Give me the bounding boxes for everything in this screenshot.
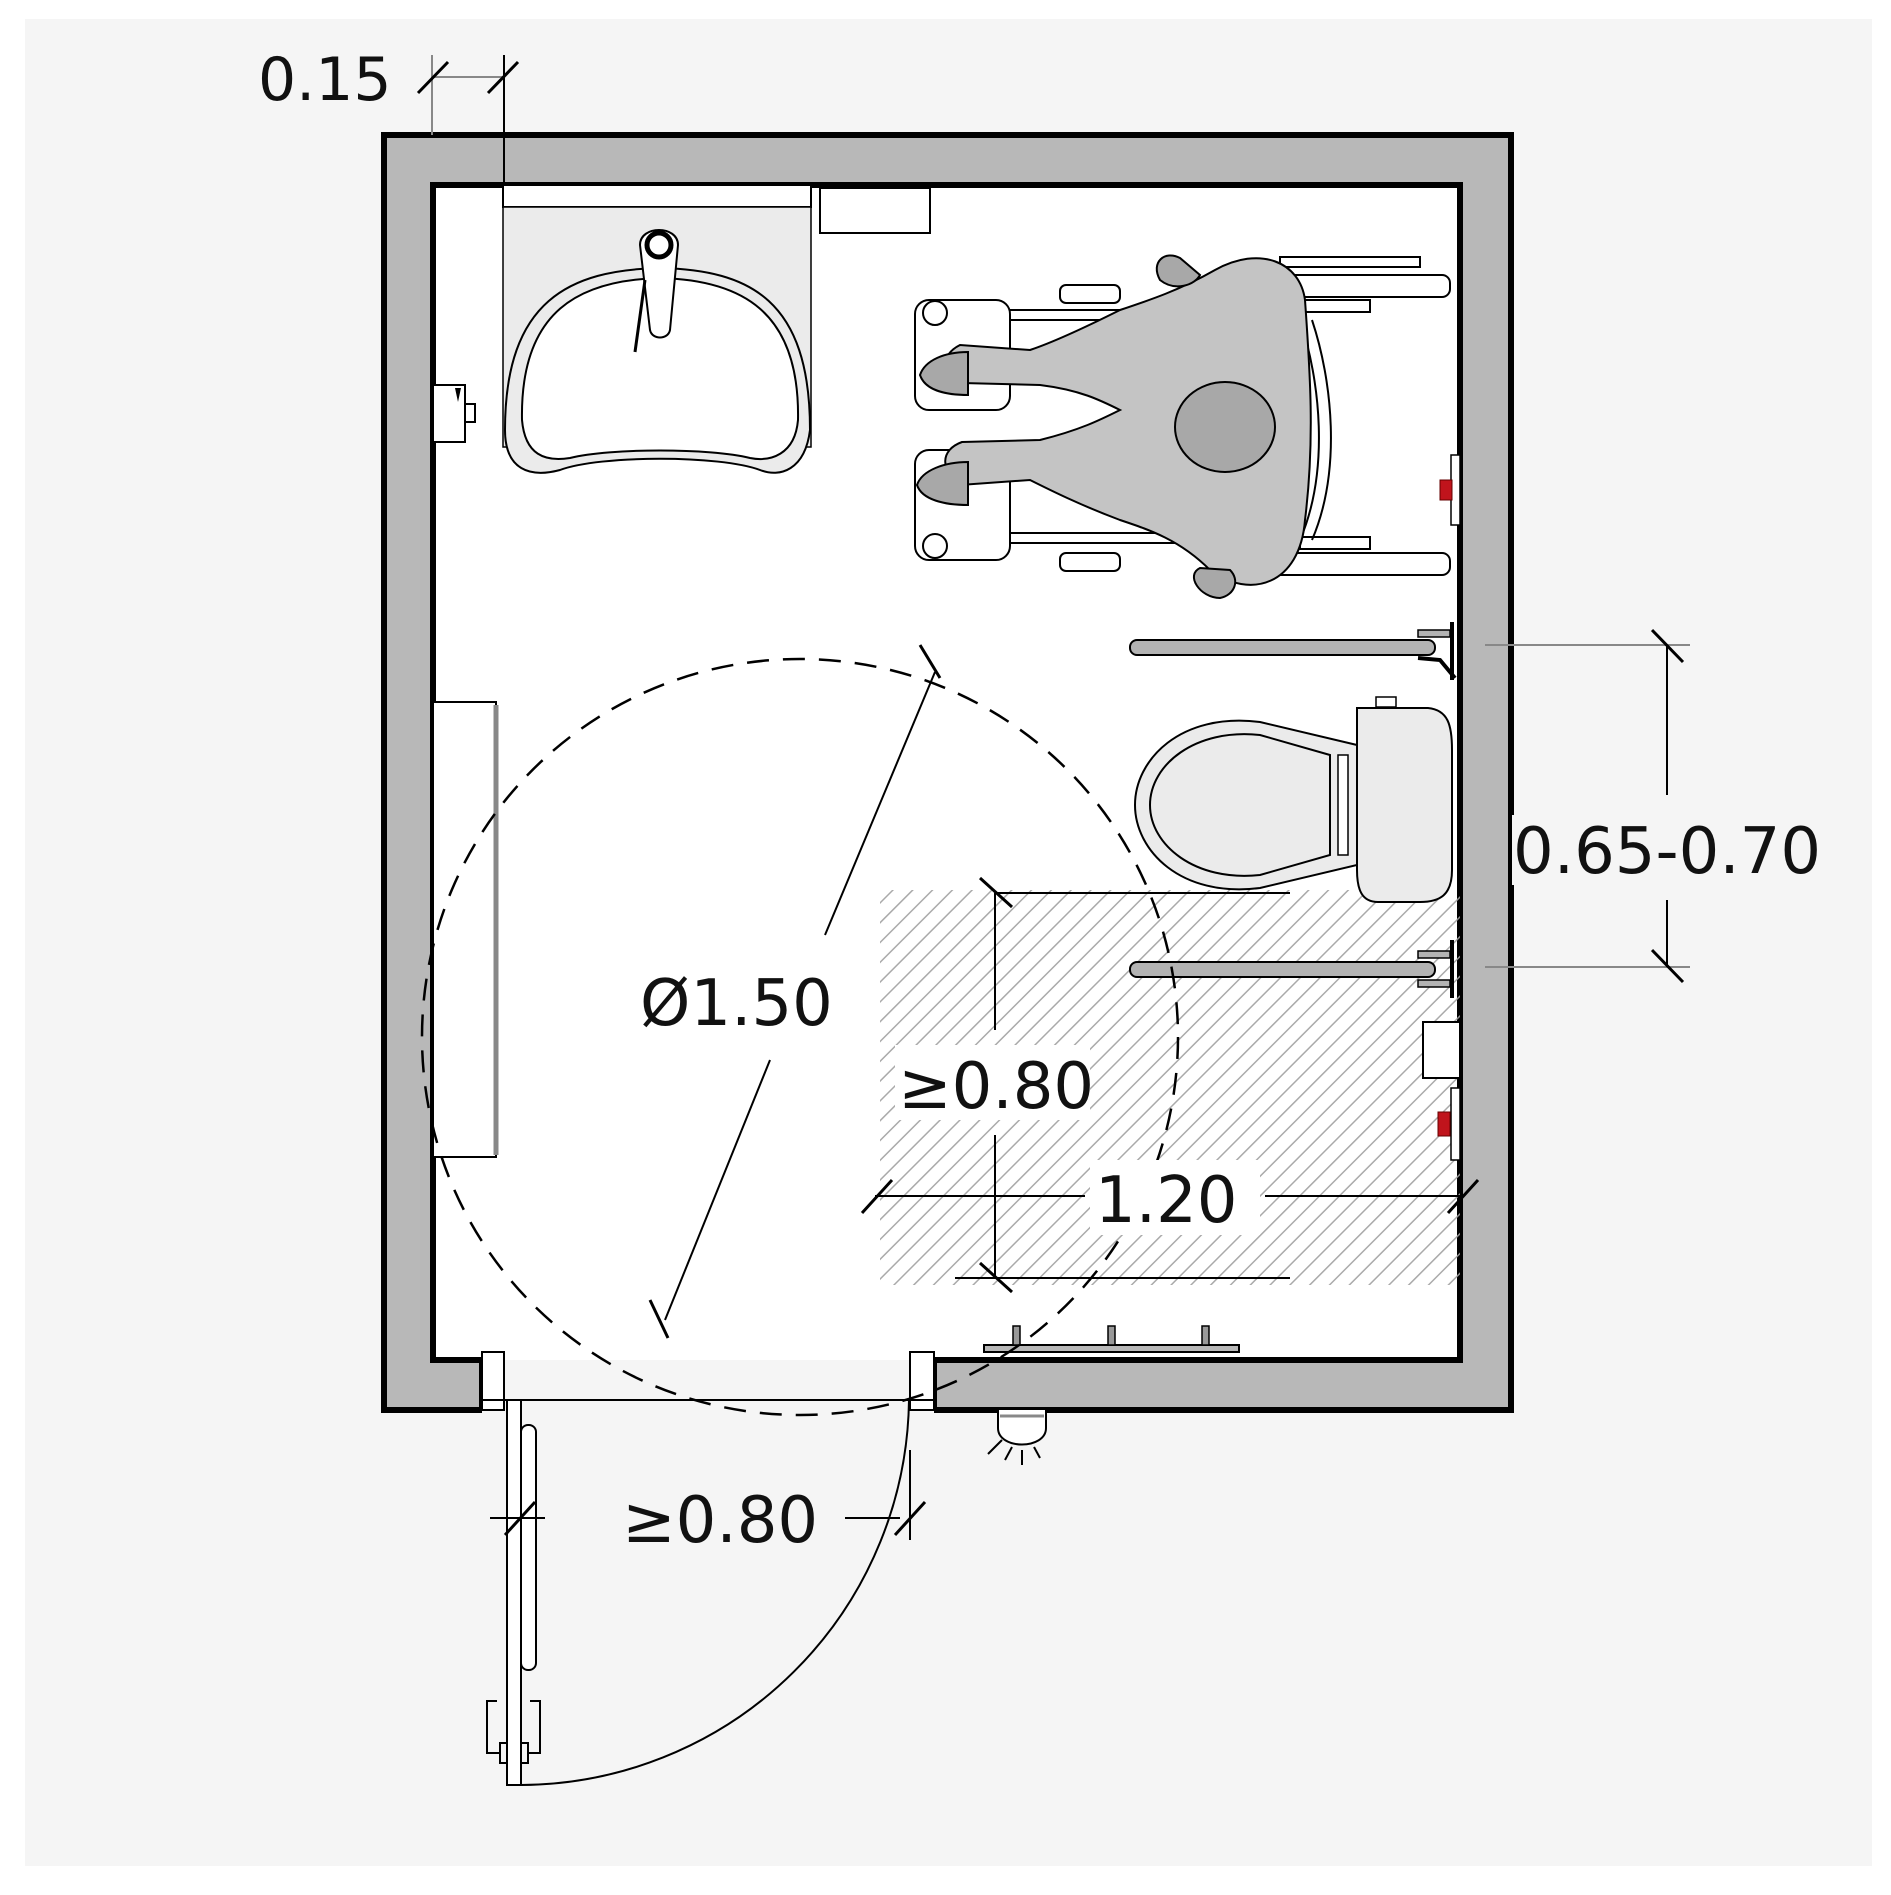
door-closer-icon <box>486 1700 541 1764</box>
dimension-grab-rail-spacing: 0.65-0.70 <box>1485 628 1822 984</box>
dimension-wall-thickness: 0.15 <box>258 45 520 185</box>
turning-circle <box>420 644 1180 1417</box>
head <box>1174 381 1276 473</box>
grab-rail-lower[interactable] <box>1129 940 1454 998</box>
wheelchair-user <box>914 254 1451 600</box>
dimension-door-width: ≥0.80 <box>490 1450 927 1558</box>
soap-dispenser <box>432 384 476 443</box>
label-door-width: ≥0.80 <box>622 1484 818 1558</box>
alarm-pull-lower[interactable] <box>1437 1087 1461 1161</box>
dimension-transfer-depth: ≥0.80 <box>895 876 1094 1294</box>
door-jambs <box>481 1351 935 1411</box>
label-transfer-depth: ≥0.80 <box>898 1050 1094 1124</box>
mirror <box>432 701 499 1158</box>
door-pull-handle[interactable] <box>520 1424 537 1671</box>
door[interactable] <box>486 1399 910 1786</box>
toilet-paper-holder <box>1422 1021 1461 1079</box>
washbasin <box>502 184 812 474</box>
label-wall-thickness: 0.15 <box>258 45 392 115</box>
tap-icon <box>633 229 680 353</box>
label-grab-rail-spacing: 0.65-0.70 <box>1513 815 1821 889</box>
dimension-turning-circle: Ø1.50 <box>640 960 840 1041</box>
label-transfer-width: 1.20 <box>1095 1164 1238 1238</box>
coat-hook-rail <box>983 1325 1240 1353</box>
walls <box>381 132 1514 1413</box>
exterior-alarm-light-icon <box>987 1410 1047 1465</box>
grab-rail-upper[interactable] <box>1129 622 1457 680</box>
shelf <box>819 187 931 234</box>
label-turning-circle: Ø1.50 <box>640 967 833 1041</box>
toilet <box>1133 696 1453 903</box>
dimension-transfer-width: 1.20 <box>860 1160 1480 1238</box>
alarm-pull-upper[interactable] <box>1439 454 1461 526</box>
